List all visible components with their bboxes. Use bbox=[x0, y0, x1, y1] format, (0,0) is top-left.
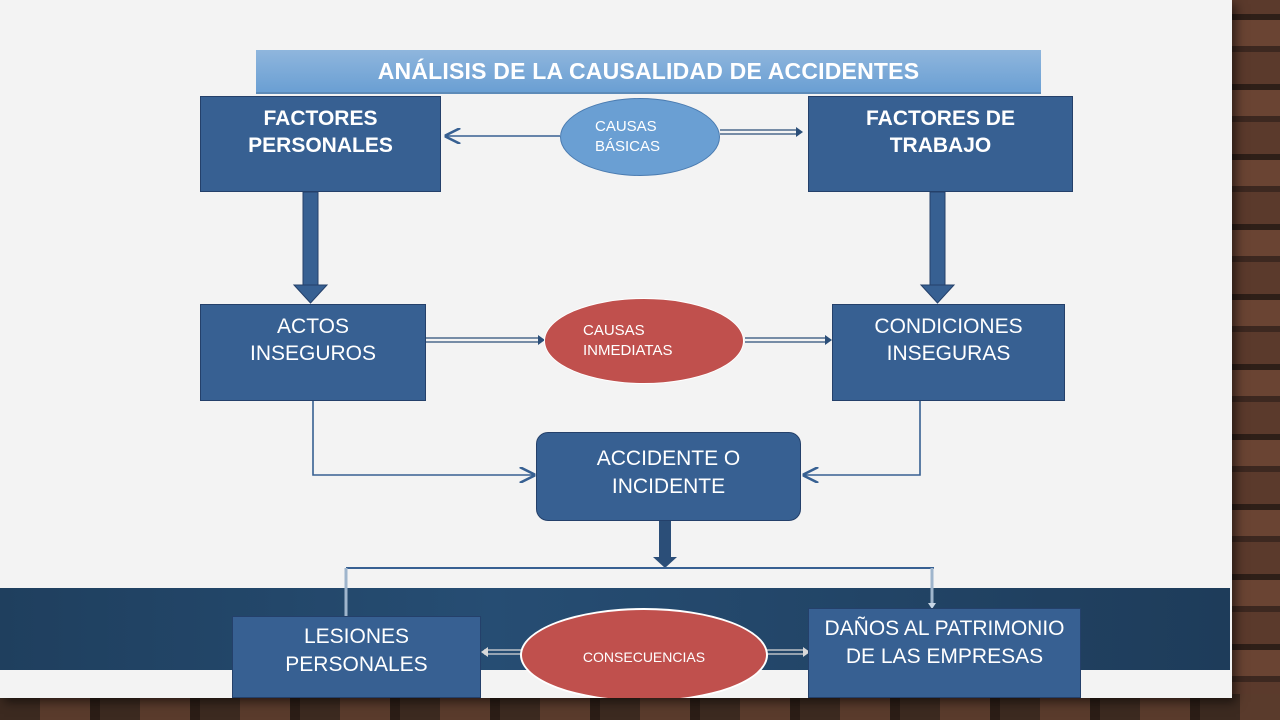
box-lesiones-personales: LESIONES PERSONALES bbox=[232, 616, 481, 698]
label-lesiones-personales: LESIONES PERSONALES bbox=[285, 625, 428, 676]
label-actos-inseguros: ACTOS INSEGUROS bbox=[249, 315, 377, 365]
branch-connector bbox=[344, 567, 936, 616]
oval-causas-basicas: CAUSAS BÁSICAS bbox=[560, 98, 720, 176]
box-factores-personales: FACTORES PERSONALES bbox=[200, 96, 441, 192]
box-factores-trabajo: FACTORES DE TRABAJO bbox=[808, 96, 1073, 192]
arrow-consecuencias-to-danos bbox=[766, 647, 810, 657]
label-consecuencias: CONSECUENCIAS bbox=[582, 649, 706, 665]
arrow-actos-to-accidente bbox=[312, 401, 534, 475]
label-causas-basicas: CAUSAS BÁSICAS bbox=[595, 118, 661, 155]
arrow-consecuencias-to-lesiones bbox=[481, 647, 522, 657]
arrow-personales-to-actos bbox=[292, 191, 329, 304]
label-accidente: ACCIDENTE O INCIDENTE bbox=[596, 447, 741, 498]
arrow-basicas-to-trabajo bbox=[720, 127, 803, 137]
label-danos-patrimonio: DAÑOS AL PATRIMONIO DE LAS EMPRESAS bbox=[824, 617, 1065, 668]
box-danos-patrimonio: DAÑOS AL PATRIMONIO DE LAS EMPRESAS bbox=[808, 608, 1081, 698]
diagram-title: ANÁLISIS DE LA CAUSALIDAD DE ACCIDENTES bbox=[256, 50, 1041, 94]
box-condiciones-inseguras: CONDICIONES INSEGURAS bbox=[832, 304, 1065, 401]
arrow-inmediatas-to-condiciones bbox=[745, 335, 832, 345]
label-factores-trabajo: FACTORES DE TRABAJO bbox=[866, 107, 1015, 157]
box-accidente: ACCIDENTE O INCIDENTE bbox=[536, 432, 801, 521]
label-factores-personales: FACTORES PERSONALES bbox=[248, 107, 393, 157]
brick-floor-background bbox=[0, 694, 1280, 720]
slide: ANÁLISIS DE LA CAUSALIDAD DE ACCIDENTES bbox=[0, 0, 1232, 698]
arrow-accidente-to-consecuencias bbox=[653, 521, 677, 568]
oval-causas-inmediatas: CAUSAS INMEDIATAS bbox=[544, 298, 744, 384]
arrow-trabajo-to-condiciones bbox=[919, 191, 956, 304]
oval-consecuencias: CONSECUENCIAS bbox=[520, 608, 768, 698]
label-causas-inmediatas: CAUSAS INMEDIATAS bbox=[583, 322, 673, 359]
connector-layer bbox=[292, 127, 956, 657]
arrow-actos-to-inmediatas bbox=[426, 335, 545, 345]
box-actos-inseguros: ACTOS INSEGUROS bbox=[200, 304, 426, 401]
label-condiciones-inseguras: CONDICIONES INSEGURAS bbox=[874, 315, 1023, 365]
arrow-condiciones-to-accidente bbox=[804, 401, 921, 475]
